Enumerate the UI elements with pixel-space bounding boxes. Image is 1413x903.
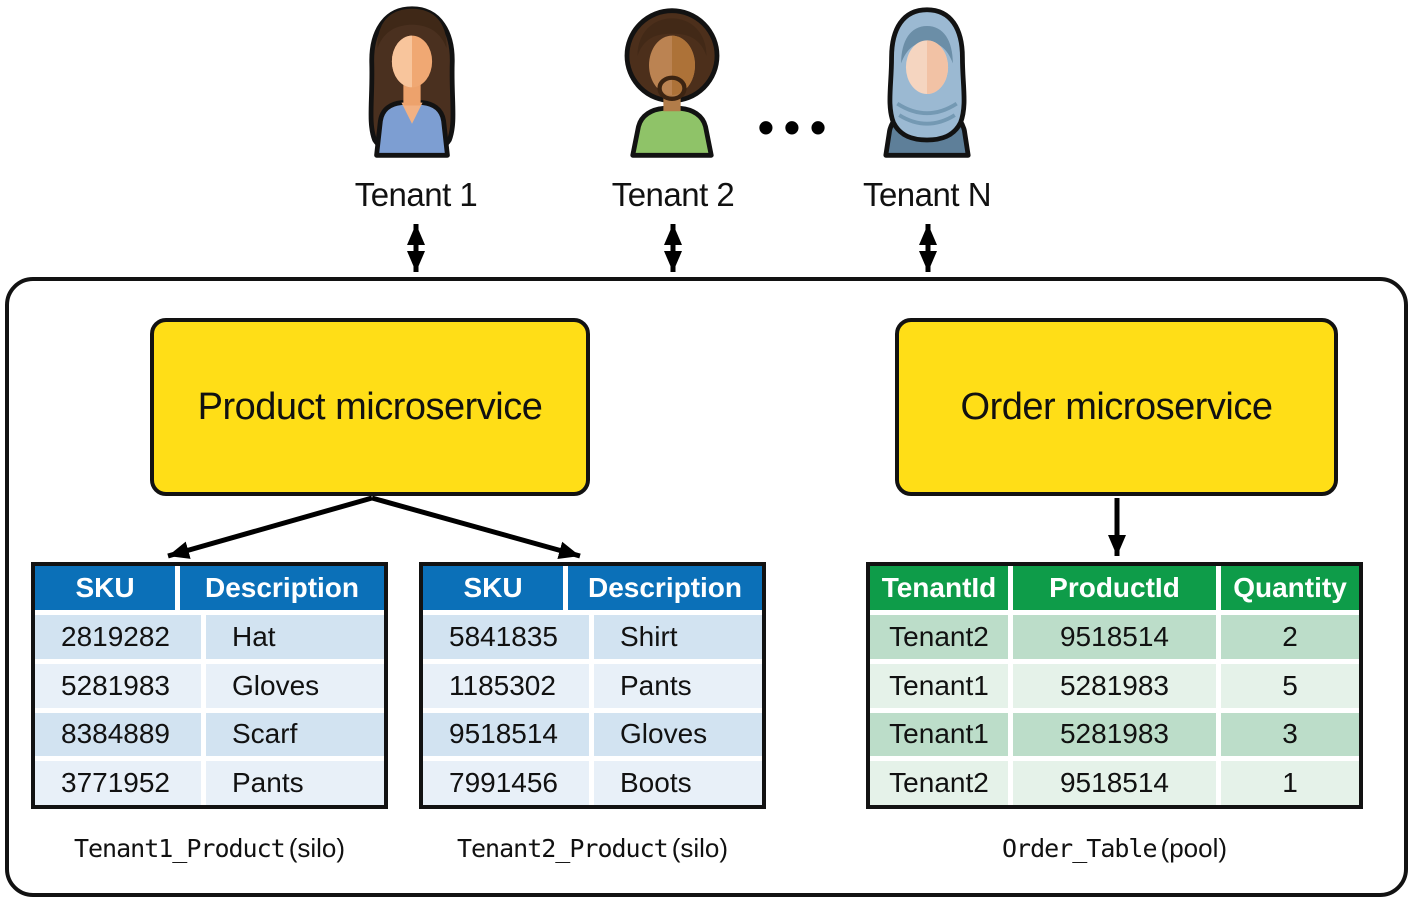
table-mode: (pool) (1160, 833, 1228, 863)
sku-cell: 2819282 (35, 615, 201, 659)
ellipsis-icon: ••• (757, 101, 837, 153)
tenantN-avatar-icon (862, 4, 992, 162)
quantity-cell: 1 (1221, 761, 1359, 805)
productid-cell: 9518514 (1013, 761, 1216, 805)
column-header: ProductId (1013, 566, 1216, 610)
table-row: 1185302 Pants (423, 663, 762, 708)
productid-cell: 9518514 (1013, 615, 1216, 659)
table-row: 8384889 Scarf (35, 712, 384, 757)
product-microservice-label: Product microservice (197, 385, 543, 428)
table-row: 3771952 Pants (35, 761, 384, 805)
table-header-row: TenantId ProductId Quantity (870, 566, 1359, 610)
column-header: TenantId (870, 566, 1008, 610)
quantity-cell: 5 (1221, 663, 1359, 708)
sku-cell: 3771952 (35, 761, 201, 805)
tenantN-label: Tenant N (862, 176, 992, 213)
table-row: 5841835 Shirt (423, 615, 762, 659)
table-name: Tenant1_Product (73, 834, 286, 863)
productid-cell: 5281983 (1013, 712, 1216, 757)
sku-cell: 7991456 (423, 761, 589, 805)
description-cell: Gloves (594, 712, 762, 757)
sku-cell: 5841835 (423, 615, 589, 659)
tenant1-label: Tenant 1 (354, 176, 478, 213)
tenant1-product-table: SKU Description 2819282 Hat 5281983 Glov… (31, 562, 388, 809)
table-name: Tenant2_Product (456, 834, 669, 863)
quantity-cell: 3 (1221, 712, 1359, 757)
tenantid-cell: Tenant2 (870, 615, 1008, 659)
tenantid-cell: Tenant1 (870, 663, 1008, 708)
description-cell: Boots (594, 761, 762, 805)
tenantid-cell: Tenant1 (870, 712, 1008, 757)
table-row: 2819282 Hat (35, 615, 384, 659)
order-table-caption: Order_Table(pool) (866, 833, 1363, 864)
column-header: SKU (35, 566, 175, 610)
order-table: TenantId ProductId Quantity Tenant2 9518… (866, 562, 1363, 809)
description-cell: Gloves (206, 663, 384, 708)
column-header: Description (180, 566, 384, 610)
description-cell: Pants (594, 663, 762, 708)
table-mode: (silo) (288, 833, 346, 863)
quantity-cell: 2 (1221, 615, 1359, 659)
table-row: 5281983 Gloves (35, 663, 384, 708)
productid-cell: 5281983 (1013, 663, 1216, 708)
product-microservice-box: Product microservice (150, 318, 590, 496)
table-row: Tenant2 9518514 2 (870, 615, 1359, 659)
tenant1-table-caption: Tenant1_Product(silo) (31, 833, 388, 864)
column-header: Description (568, 566, 762, 610)
sku-cell: 1185302 (423, 663, 589, 708)
table-row: Tenant2 9518514 1 (870, 761, 1359, 805)
column-header: Quantity (1221, 566, 1359, 610)
table-mode: (silo) (671, 833, 729, 863)
description-cell: Hat (206, 615, 384, 659)
tenantid-cell: Tenant2 (870, 761, 1008, 805)
tenant2-label: Tenant 2 (611, 176, 735, 213)
description-cell: Scarf (206, 712, 384, 757)
description-cell: Shirt (594, 615, 762, 659)
sku-cell: 5281983 (35, 663, 201, 708)
table-row: Tenant1 5281983 5 (870, 663, 1359, 708)
order-microservice-box: Order microservice (895, 318, 1338, 496)
column-header: SKU (423, 566, 563, 610)
sku-cell: 8384889 (35, 712, 201, 757)
table-row: Tenant1 5281983 3 (870, 712, 1359, 757)
tenant1-avatar-icon (347, 4, 477, 162)
table-header-row: SKU Description (423, 566, 762, 610)
description-cell: Pants (206, 761, 384, 805)
order-microservice-label: Order microservice (960, 385, 1273, 428)
table-row: 7991456 Boots (423, 761, 762, 805)
tenant2-table-caption: Tenant2_Product(silo) (419, 833, 766, 864)
tenant2-avatar-icon (607, 4, 737, 162)
table-header-row: SKU Description (35, 566, 384, 610)
sku-cell: 9518514 (423, 712, 589, 757)
tenant2-product-table: SKU Description 5841835 Shirt 1185302 Pa… (419, 562, 766, 809)
table-name: Order_Table (1001, 834, 1158, 863)
table-row: 9518514 Gloves (423, 712, 762, 757)
